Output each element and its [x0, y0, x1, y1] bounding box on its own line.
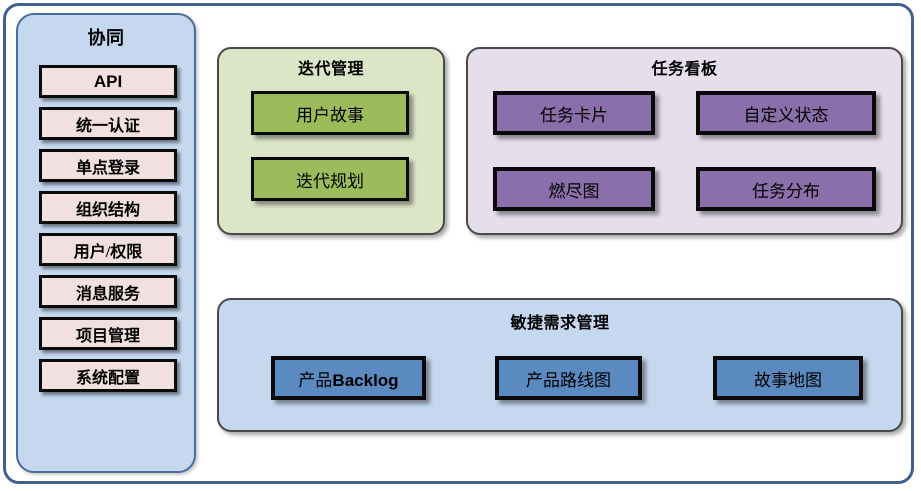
sidebar-item-sso[interactable]: 单点登录: [39, 149, 177, 182]
taskboard-panel-title: 任务看板: [651, 61, 718, 78]
agile-panel-title: 敏捷需求管理: [510, 315, 610, 332]
iteration-item-iteration-planning[interactable]: 迭代规划: [251, 157, 409, 201]
sidebar-item-list: API 统一认证 单点登录 组织结构 用户/权限 消息服务 项目管理 系统配置: [39, 65, 177, 401]
agile-item-product-roadmap[interactable]: 产品路线图: [495, 356, 642, 400]
taskboard-item-task-card[interactable]: 任务卡片: [493, 91, 655, 135]
taskboard-item-burndown-chart[interactable]: 燃尽图: [493, 167, 655, 211]
sidebar-item-unified-auth[interactable]: 统一认证: [39, 107, 177, 140]
sidebar-item-message-service[interactable]: 消息服务: [39, 275, 177, 308]
taskboard-item-task-distribution[interactable]: 任务分布: [696, 167, 876, 211]
iteration-item-user-story[interactable]: 用户故事: [251, 91, 409, 135]
panel-iteration-management[interactable]: 迭代管理 用户故事 迭代规划: [217, 47, 445, 235]
sidebar-item-project-management[interactable]: 项目管理: [39, 317, 177, 350]
agile-item-story-map[interactable]: 故事地图: [713, 356, 863, 400]
sidebar-panel-title: 协同: [87, 28, 125, 48]
panel-task-board[interactable]: 任务看板 任务卡片 自定义状态 燃尽图 任务分布: [466, 47, 903, 235]
panel-agile-requirements-management[interactable]: 敏捷需求管理 产品Backlog 产品路线图 故事地图: [217, 298, 903, 432]
sidebar-item-system-config[interactable]: 系统配置: [39, 359, 177, 392]
agile-item-product-backlog[interactable]: 产品Backlog: [271, 356, 426, 400]
sidebar-item-user-permission[interactable]: 用户/权限: [39, 233, 177, 266]
outer-frame-border: [3, 3, 914, 484]
taskboard-item-custom-status[interactable]: 自定义状态: [696, 91, 876, 135]
agile-item-product-backlog-label: 产品Backlog: [298, 370, 399, 390]
sidebar-item-org-structure[interactable]: 组织结构: [39, 191, 177, 224]
sidebar-item-api[interactable]: API: [39, 65, 177, 98]
iteration-panel-title: 迭代管理: [297, 61, 364, 78]
sidebar-panel-collaboration[interactable]: 协同 API 统一认证 单点登录 组织结构 用户/权限 消息服务 项目管理 系统…: [16, 13, 196, 473]
